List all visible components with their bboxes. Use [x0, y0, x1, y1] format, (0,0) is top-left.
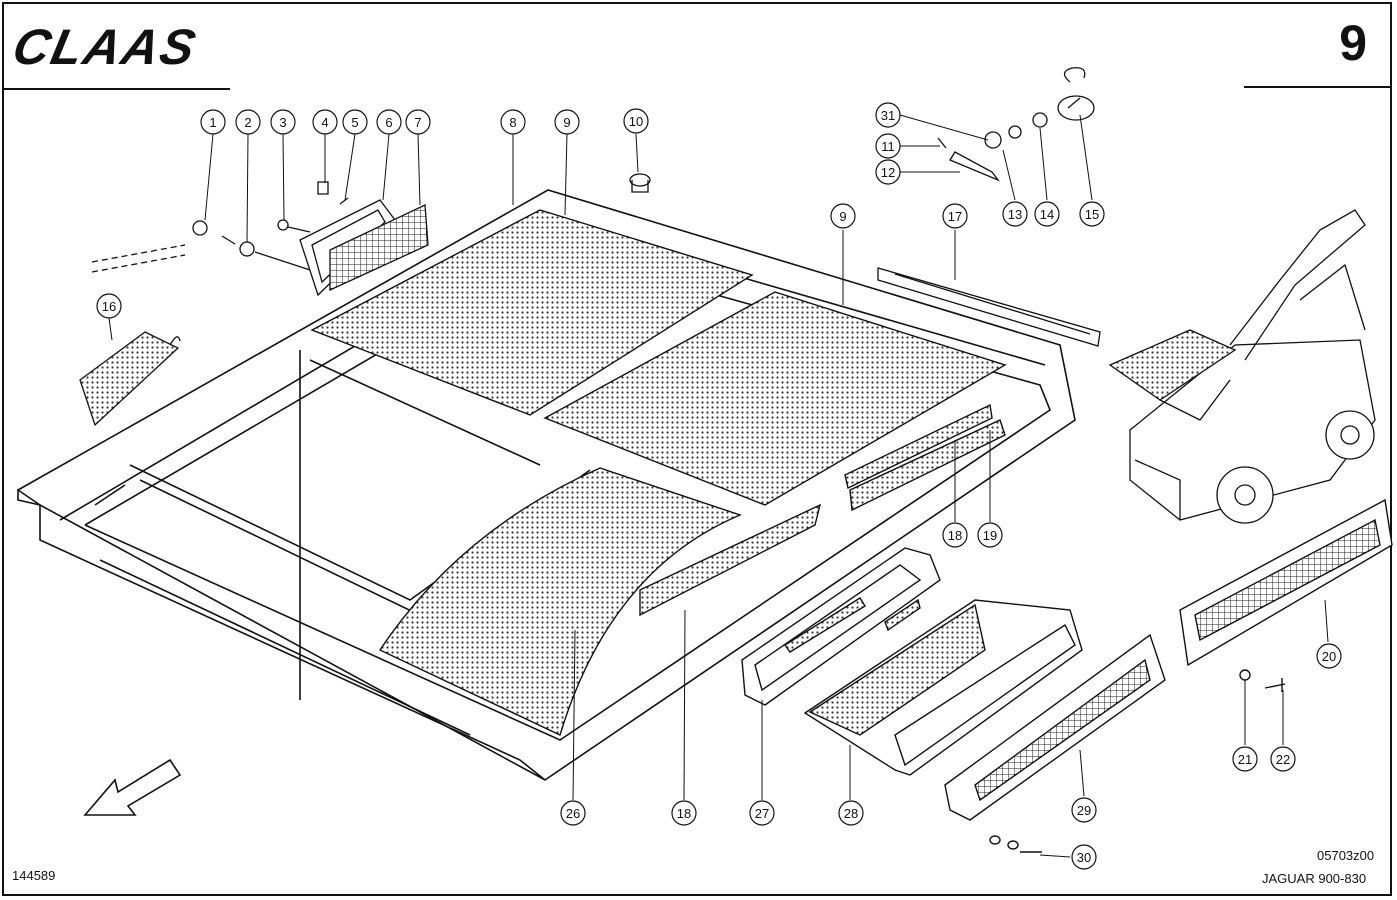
callout-markers: 1 2 3 4 5 6 7 8 9 10 31 11 12 13 14 15 9… — [96, 102, 1342, 870]
callout-marker: 21 — [1232, 746, 1258, 772]
callout-label: 16 — [102, 299, 116, 314]
callout-label: 20 — [1322, 649, 1336, 664]
callout-label: 6 — [385, 115, 392, 130]
callout-marker: 10 — [623, 108, 649, 134]
callout-marker: 5 — [342, 109, 368, 135]
callout-marker: 2 — [235, 109, 261, 135]
callout-label: 28 — [844, 806, 858, 821]
callout-label: 11 — [881, 139, 895, 154]
callout-marker: 9 — [830, 203, 856, 229]
callout-marker: 7 — [405, 109, 431, 135]
callout-label: 8 — [509, 115, 516, 130]
callout-marker: 12 — [875, 159, 901, 185]
callout-label: 3 — [279, 115, 286, 130]
callout-marker: 16 — [96, 293, 122, 319]
callout-label: 18 — [948, 528, 962, 543]
fastener-parts — [79, 173, 651, 427]
callout-marker: 15 — [1079, 201, 1105, 227]
callout-marker: 9 — [554, 109, 580, 135]
callout-label: 29 — [1077, 803, 1091, 818]
callout-label: 15 — [1085, 207, 1099, 222]
callout-label: 18 — [677, 806, 691, 821]
callout-marker: 17 — [942, 203, 968, 229]
callout-label: 5 — [351, 115, 358, 130]
drawing-id: 144589 — [12, 868, 56, 883]
hinge-hardware — [877, 67, 1101, 347]
callout-marker: 28 — [838, 800, 864, 826]
callout-label: 17 — [948, 209, 962, 224]
callout-marker: 20 — [1316, 643, 1342, 669]
callout-label: 1 — [209, 115, 216, 130]
callout-label: 9 — [839, 209, 846, 224]
callout-marker: 22 — [1270, 746, 1296, 772]
callout-marker: 30 — [1071, 844, 1097, 870]
model-name: JAGUAR 900-830 — [1262, 871, 1367, 886]
callout-marker: 11 — [875, 133, 901, 159]
callout-label: 26 — [566, 806, 580, 821]
callout-label: 22 — [1276, 752, 1290, 767]
callout-label: 4 — [321, 115, 328, 130]
figure-code: 05703z00 — [1317, 848, 1375, 863]
leader-lines — [108, 114, 1329, 858]
callout-label: 14 — [1040, 207, 1054, 222]
callout-label: 12 — [881, 165, 895, 180]
callout-marker: 29 — [1071, 797, 1097, 823]
callout-marker: 8 — [500, 109, 526, 135]
callout-marker: 26 — [560, 800, 586, 826]
page-number-rule — [1244, 86, 1392, 88]
callout-marker: 19 — [977, 522, 1003, 548]
callout-marker: 18 — [671, 800, 697, 826]
callout-marker: 14 — [1034, 201, 1060, 227]
callout-label: 27 — [755, 806, 769, 821]
side-grills — [741, 498, 1393, 853]
harvester-illustration — [1108, 209, 1376, 524]
callout-marker: 3 — [270, 109, 296, 135]
callout-marker: 6 — [376, 109, 402, 135]
page-number: 9 — [1339, 15, 1367, 71]
callout-label: 21 — [1238, 752, 1252, 767]
mesh-panels — [310, 209, 1007, 736]
callout-marker: 31 — [875, 102, 901, 128]
callout-label: 9 — [563, 115, 570, 130]
callout-marker: 1 — [200, 109, 226, 135]
callout-label: 30 — [1077, 850, 1091, 865]
callout-label: 2 — [244, 115, 251, 130]
callout-label: 13 — [1008, 207, 1022, 222]
callout-marker: 18 — [942, 522, 968, 548]
callout-marker: 27 — [749, 800, 775, 826]
callout-marker: 13 — [1002, 201, 1028, 227]
header-rule — [2, 88, 230, 90]
callout-label: 7 — [414, 115, 421, 130]
callout-label: 31 — [881, 108, 895, 123]
callout-label: 19 — [983, 528, 997, 543]
direction-arrow-icon — [83, 758, 182, 816]
callout-marker: 4 — [312, 109, 338, 135]
callout-label: 10 — [629, 114, 643, 129]
